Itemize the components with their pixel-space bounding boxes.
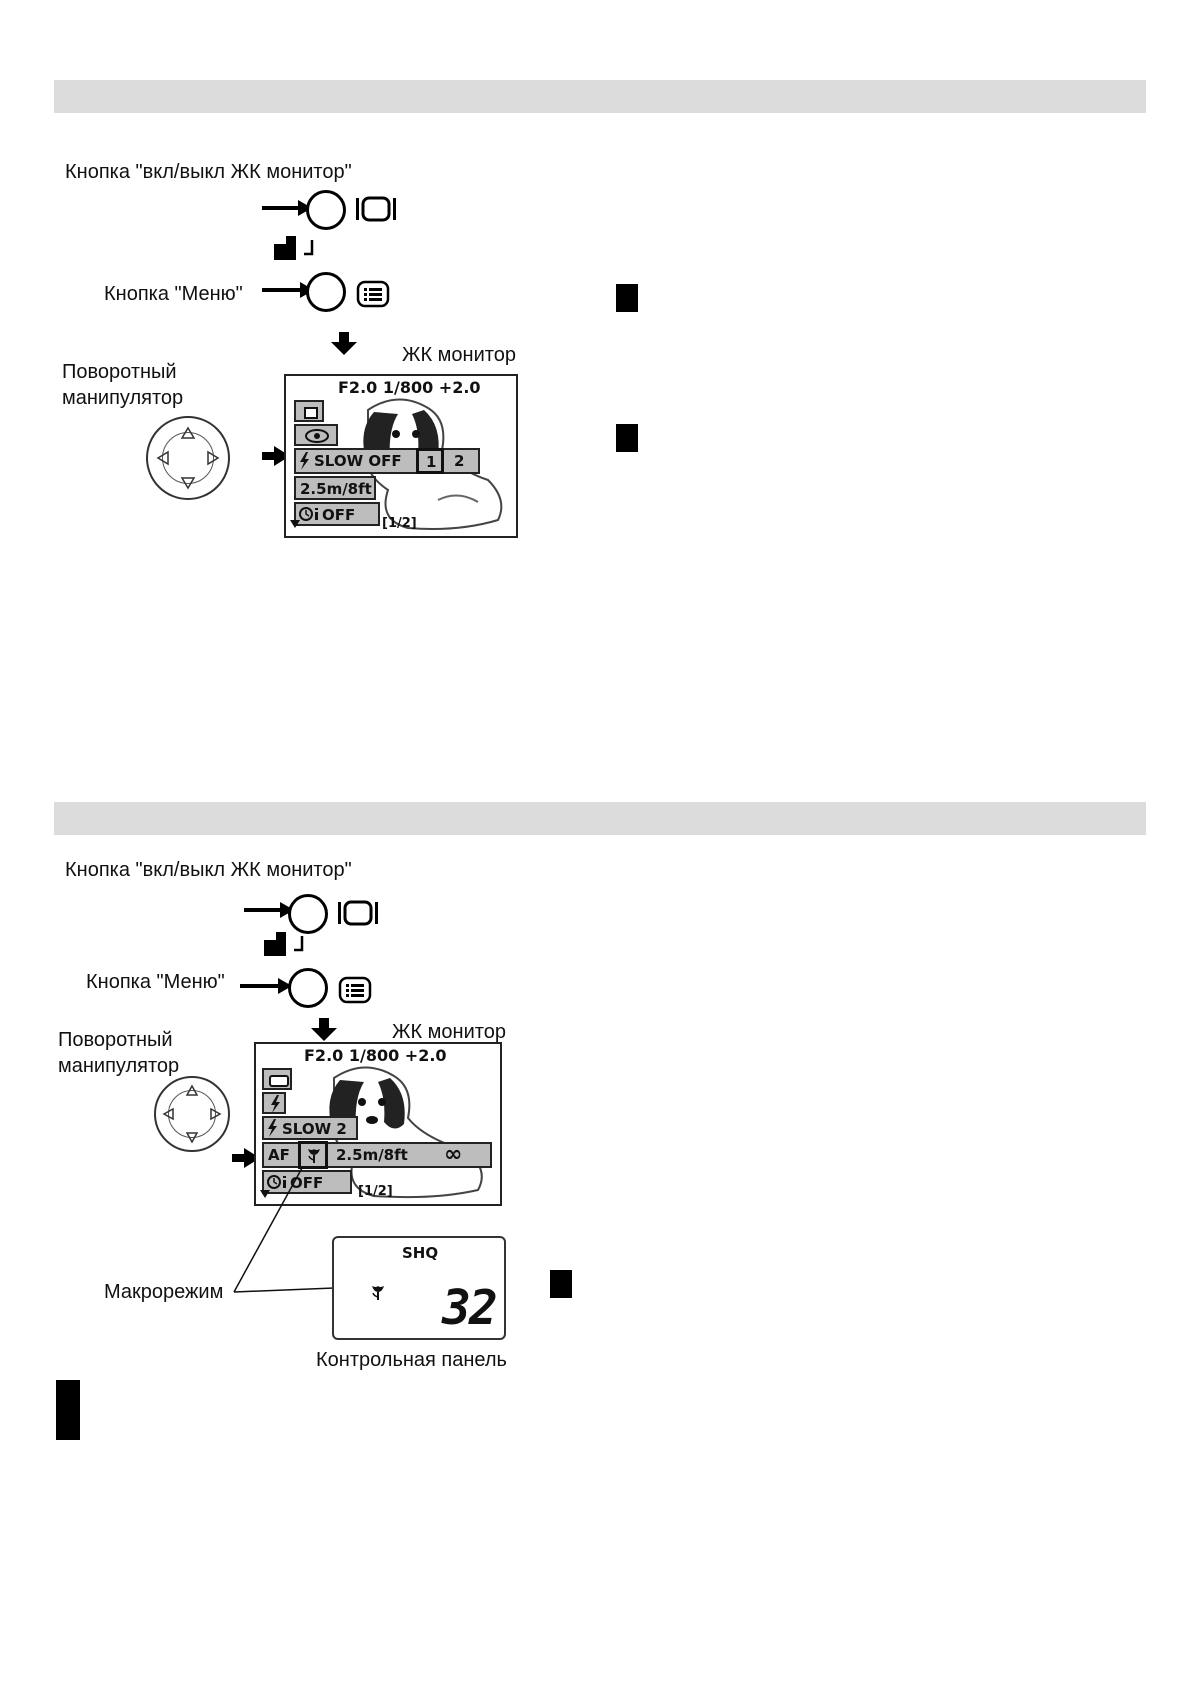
page-indicator: [1/2] [382, 516, 417, 531]
dial-label-line2: манипулятор [58, 1055, 180, 1077]
page-indicator: [1/2] [358, 1184, 393, 1199]
flash-icon [268, 1119, 277, 1137]
down-arrow-icon [331, 332, 357, 355]
option-2-value: 2 [454, 452, 465, 470]
bullet-square [550, 1270, 572, 1298]
scroll-down-icon [290, 520, 300, 528]
macro-label: Макрорежим [104, 1281, 224, 1303]
monitor-icon [338, 900, 378, 926]
dial-inner-ring [168, 1090, 216, 1138]
lcd-screen: F2.0 1/800 +2.0 SLOW OFF 1 2 2.5m/8ft OF… [284, 374, 518, 538]
monitor-label: ЖК монитор [402, 344, 516, 366]
bullet-square [616, 284, 638, 312]
self-timer-value: OFF [290, 1174, 324, 1192]
dial-label-line2: манипулятор [62, 387, 184, 409]
option-1-value: 1 [426, 453, 437, 471]
rotary-dial[interactable] [146, 416, 230, 500]
exposure-readout: F2.0 1/800 +2.0 [304, 1046, 447, 1065]
dial-inner-ring [162, 432, 214, 484]
self-timer-row[interactable]: OFF [262, 1170, 352, 1194]
lcd-toggle-button[interactable] [288, 894, 328, 934]
dial-arrows-icon [162, 1084, 222, 1144]
self-timer-icon [267, 1175, 286, 1189]
bullet-square [616, 424, 638, 452]
macro-flower-icon [308, 1149, 320, 1163]
menu-button[interactable] [306, 272, 346, 312]
menu-icon [356, 280, 390, 308]
macro-flower-icon [372, 1286, 384, 1300]
slow-sync-value: SLOW 2 [282, 1120, 347, 1138]
menu-icon [338, 976, 372, 1004]
arrow-to-lcd-button [244, 908, 284, 912]
section-header-bar-2 [54, 802, 1146, 835]
dial-label-line1: Поворотный [58, 1029, 173, 1051]
camera-mode-icon [274, 236, 314, 260]
quality-indicator: SHQ [402, 1244, 439, 1262]
dial-arrows-icon [156, 426, 220, 490]
infinity-value: ∞ [444, 1142, 463, 1167]
arrow-to-menu-button [262, 288, 306, 292]
lcd-button-label: Кнопка "вкл/выкл ЖК монитор" [65, 161, 352, 183]
flash-icon [300, 452, 309, 470]
frame-counter: 32 [442, 1280, 498, 1336]
option-1-box[interactable]: 1 [416, 448, 444, 474]
flash-slow-label: SLOW OFF [314, 452, 402, 470]
bullet-square [56, 1380, 80, 1440]
slow-sync-row[interactable]: SLOW 2 [262, 1116, 358, 1140]
metering-mode-icon [262, 1068, 292, 1090]
camera-mode-icon [264, 932, 304, 956]
lcd-toggle-button[interactable] [306, 190, 346, 230]
self-timer-value: OFF [322, 506, 356, 524]
monitor-icon [356, 196, 396, 222]
distance-row[interactable]: 2.5m/8ft [294, 476, 376, 500]
dial-label-line1: Поворотный [62, 361, 177, 383]
af-label: AF [268, 1146, 290, 1164]
lcd-button-label: Кнопка "вкл/выкл ЖК монитор" [65, 859, 352, 881]
monitor-label: ЖК монитор [392, 1021, 506, 1043]
scroll-down-icon [260, 1190, 270, 1198]
self-timer-icon [299, 507, 318, 521]
menu-button-label: Кнопка "Меню" [104, 283, 243, 305]
rotary-dial[interactable] [154, 1076, 230, 1152]
arrow-to-lcd-button [262, 206, 302, 210]
flash-slow-row[interactable]: SLOW OFF [294, 448, 480, 474]
arrow-to-menu-button [240, 984, 284, 988]
section-header-bar-1 [54, 80, 1146, 113]
pointer-arrow-icon [262, 446, 290, 466]
pointer-arrow-icon [232, 1148, 260, 1168]
flash-mode-icon [262, 1092, 286, 1114]
metering-mode-icon [294, 400, 324, 422]
macro-callout-lines [233, 1167, 335, 1293]
control-panel: SHQ 32 [332, 1236, 506, 1340]
self-timer-row[interactable]: OFF [294, 502, 380, 526]
redeye-icon [294, 424, 338, 446]
menu-button[interactable] [288, 968, 328, 1008]
menu-button-label: Кнопка "Меню" [86, 971, 225, 993]
exposure-readout: F2.0 1/800 +2.0 [338, 378, 481, 397]
control-panel-label: Контрольная панель [316, 1349, 507, 1371]
macro-mode-box[interactable] [298, 1141, 328, 1169]
distance-value: 2.5m/8ft [336, 1146, 408, 1164]
down-arrow-icon [311, 1018, 337, 1041]
